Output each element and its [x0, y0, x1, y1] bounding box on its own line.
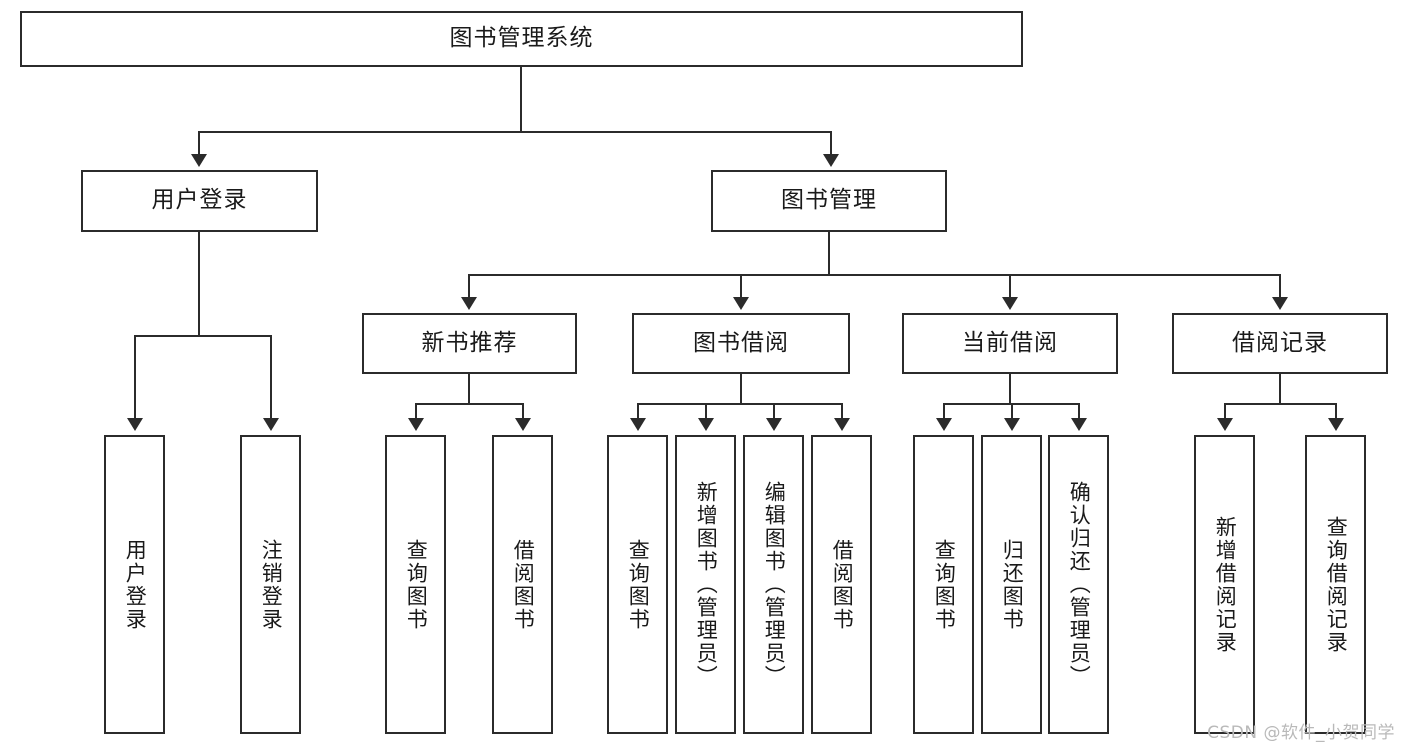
leaf-book-borrow-add-book[interactable]: 新增图书（管理员） — [675, 435, 736, 734]
arrowhead-book-borrow-leaf3 — [766, 418, 782, 431]
connector-current-borrow-stem — [1009, 374, 1011, 403]
connector-book-borrow-leaf1 — [637, 403, 639, 420]
arrowhead-borrow-record-leaf2 — [1328, 418, 1344, 431]
arrowhead-new-book-leaf2 — [515, 418, 531, 431]
leaf-label: 新增借阅记录 — [1213, 515, 1238, 654]
leaf-current-borrow-return-book[interactable]: 归还图书 — [981, 435, 1042, 734]
leaf-label: 用户登录 — [123, 538, 148, 631]
arrowhead-book-mgmt-to-new-book — [461, 297, 477, 310]
arrowhead-book-borrow-leaf2 — [698, 418, 714, 431]
leaf-label: 查询图书 — [626, 538, 651, 631]
connector-book-mgmt-to-new-book — [468, 274, 470, 299]
arrowhead-current-borrow-leaf3 — [1071, 418, 1087, 431]
connector-new-book-stem — [468, 374, 470, 403]
leaf-label: 注销登录 — [259, 538, 284, 631]
connector-root-stem — [520, 67, 522, 131]
connector-user-login-bus — [134, 335, 272, 337]
leaf-label: 查询图书 — [404, 538, 429, 631]
leaf-new-book-borrow-book[interactable]: 借阅图书 — [492, 435, 553, 734]
node-book-borrow[interactable]: 图书借阅 — [632, 313, 850, 374]
leaf-borrow-record-add-record[interactable]: 新增借阅记录 — [1194, 435, 1255, 734]
arrowhead-book-mgmt-to-current-borrow — [1002, 297, 1018, 310]
connector-user-login-leaf2 — [270, 335, 272, 420]
leaf-label: 新增图书（管理员） — [694, 481, 719, 688]
leaf-label: 归还图书 — [1000, 538, 1025, 631]
leaf-book-borrow-edit-book[interactable]: 编辑图书（管理员） — [743, 435, 804, 734]
connector-borrow-record-leaf2 — [1335, 403, 1337, 420]
leaf-label: 确认归还（管理员） — [1067, 481, 1092, 688]
leaf-user-login-logout[interactable]: 注销登录 — [240, 435, 301, 734]
connector-book-mgmt-stem — [828, 232, 830, 274]
arrowhead-current-borrow-leaf2 — [1004, 418, 1020, 431]
connector-current-borrow-leaf2 — [1011, 403, 1013, 420]
connector-borrow-record-stem — [1279, 374, 1281, 403]
connector-book-mgmt-to-borrow-record — [1279, 274, 1281, 299]
connector-book-borrow-leaf2 — [705, 403, 707, 420]
leaf-book-borrow-borrow-book[interactable]: 借阅图书 — [811, 435, 872, 734]
node-current-borrow[interactable]: 当前借阅 — [902, 313, 1118, 374]
leaf-label: 编辑图书（管理员） — [762, 481, 787, 688]
connector-user-login-stem — [198, 232, 200, 335]
connector-new-book-leaf2 — [522, 403, 524, 420]
leaf-current-borrow-query-book[interactable]: 查询图书 — [913, 435, 974, 734]
connector-root-bus — [198, 131, 832, 133]
connector-book-borrow-leaf3 — [773, 403, 775, 420]
leaf-label: 借阅图书 — [830, 538, 855, 631]
leaf-label: 查询借阅记录 — [1324, 515, 1349, 654]
connector-new-book-bus — [415, 403, 524, 405]
node-user-login[interactable]: 用户登录 — [81, 170, 318, 232]
connector-borrow-record-bus — [1224, 403, 1337, 405]
connector-new-book-leaf1 — [415, 403, 417, 420]
arrowhead-book-mgmt-to-book-borrow — [733, 297, 749, 310]
leaf-current-borrow-confirm-return[interactable]: 确认归还（管理员） — [1048, 435, 1109, 734]
connector-current-borrow-leaf3 — [1078, 403, 1080, 420]
arrowhead-current-borrow-leaf1 — [936, 418, 952, 431]
connector-book-borrow-leaf4 — [841, 403, 843, 420]
connector-current-borrow-leaf1 — [943, 403, 945, 420]
node-root-system[interactable]: 图书管理系统 — [20, 11, 1023, 67]
arrowhead-root-to-book-mgmt — [823, 154, 839, 167]
connector-root-to-user-login — [198, 131, 200, 156]
connector-book-mgmt-to-book-borrow — [740, 274, 742, 299]
arrowhead-user-login-leaf1 — [127, 418, 143, 431]
arrowhead-book-mgmt-to-borrow-record — [1272, 297, 1288, 310]
leaf-new-book-query-book[interactable]: 查询图书 — [385, 435, 446, 734]
connector-borrow-record-leaf1 — [1224, 403, 1226, 420]
node-borrow-record[interactable]: 借阅记录 — [1172, 313, 1388, 374]
leaf-label: 查询图书 — [932, 538, 957, 631]
arrowhead-book-borrow-leaf4 — [834, 418, 850, 431]
leaf-label: 借阅图书 — [511, 538, 536, 631]
arrowhead-borrow-record-leaf1 — [1217, 418, 1233, 431]
arrowhead-user-login-leaf2 — [263, 418, 279, 431]
connector-book-mgmt-bus — [468, 274, 1280, 276]
leaf-borrow-record-query-record[interactable]: 查询借阅记录 — [1305, 435, 1366, 734]
arrowhead-new-book-leaf1 — [408, 418, 424, 431]
connector-user-login-leaf1 — [134, 335, 136, 420]
leaf-book-borrow-query-book[interactable]: 查询图书 — [607, 435, 668, 734]
connector-book-borrow-stem — [740, 374, 742, 403]
arrowhead-root-to-user-login — [191, 154, 207, 167]
leaf-user-login-login[interactable]: 用户登录 — [104, 435, 165, 734]
node-book-management[interactable]: 图书管理 — [711, 170, 947, 232]
arrowhead-book-borrow-leaf1 — [630, 418, 646, 431]
connector-root-to-book-mgmt — [830, 131, 832, 156]
connector-book-borrow-bus — [637, 403, 843, 405]
node-new-book-recommend[interactable]: 新书推荐 — [362, 313, 577, 374]
connector-book-mgmt-to-current-borrow — [1009, 274, 1011, 299]
